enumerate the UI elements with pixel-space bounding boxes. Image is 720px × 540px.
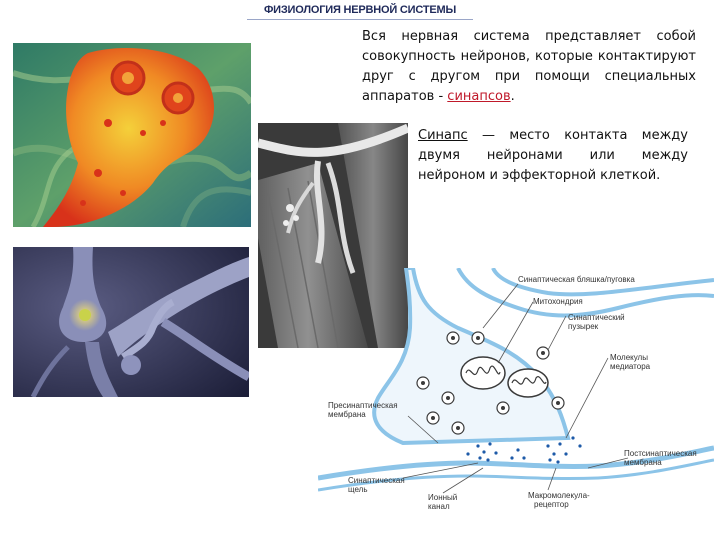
label-receptor-2: рецептор [534, 500, 569, 509]
label-synaptic-plaque: Синаптическая бляшка/пуговка [518, 275, 635, 284]
label-receptor: Макромолекула- [528, 491, 590, 500]
label-vesicle-2: пузырек [568, 322, 599, 331]
label-synaptic-cleft-2: щель [348, 485, 368, 494]
label-vesicle: Синаптический [568, 313, 625, 322]
slide-title: ФИЗИОЛОГИЯ НЕРВНОЙ СИСТЕМЫ [263, 4, 457, 16]
label-mediator-2: медиатора [610, 362, 651, 371]
label-mediator: Молекулы [610, 353, 648, 362]
label-postsynaptic: Постсинаптическая [624, 449, 697, 458]
synapse-diagram: Синаптическая бляшка/пуговка Митохондрия… [317, 266, 715, 536]
synapse-highlight: синапсов [447, 89, 511, 104]
label-synaptic-cleft: Синаптическая [348, 476, 405, 485]
synapse-term: Синапс [418, 128, 468, 143]
label-ion-channel-2: канал [428, 502, 450, 511]
neuron-render [13, 247, 249, 397]
sem-micrograph [258, 123, 408, 348]
label-mitochondria: Митохондрия [533, 297, 583, 306]
intro-paragraph: Вся нервная система представляет собой с… [362, 27, 696, 107]
intro-text: Вся нервная система представляет собой с… [362, 29, 696, 104]
micrograph-orange-neuron [13, 43, 251, 227]
title-divider [247, 19, 473, 20]
definition-paragraph: Синапс — место контакта между двумя нейр… [418, 126, 688, 186]
intro-end: . [510, 89, 515, 104]
definition-text: — место контакта между двумя нейронами и… [418, 128, 688, 183]
label-presynaptic: Пресинаптическая [328, 401, 398, 410]
label-postsynaptic-2: мембрана [624, 458, 662, 467]
label-presynaptic-2: мембрана [328, 410, 366, 419]
label-ion-channel: Ионный [428, 493, 457, 502]
